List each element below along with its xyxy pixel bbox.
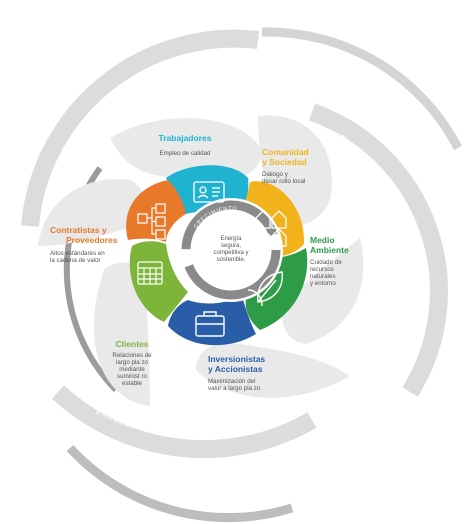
group-title-comunidad: Comunidad y Sociedad <box>262 147 309 167</box>
group-desc-inversionistas: Maximización del valor a largo pla zo <box>208 377 261 392</box>
group-contratistas: Contratistas y Proveedores Altos estánda… <box>50 225 130 264</box>
center-text: Energía segura, competitiva y sostenible… <box>213 236 249 263</box>
center-hub: CRECIMIENTO RENTABILIDAD <box>179 198 283 302</box>
briefcase-icon <box>195 311 225 337</box>
petal-bg-contratistas <box>38 179 146 246</box>
ring-arc-top-right <box>261 27 462 151</box>
group-comunidad: Comunidad y Sociedad Diálogo y desar rol… <box>262 147 322 185</box>
leaf-icon <box>247 271 283 307</box>
group-medio-ambiente: Medio Ambiente Cuidado de recursos natur… <box>310 235 360 287</box>
ring-arc-socioambiental <box>309 103 448 397</box>
grey-petals <box>38 115 364 406</box>
group-title-clientes: Clientes <box>115 339 149 349</box>
id-card-icon <box>193 181 225 203</box>
group-desc-trabajadores: Empleo de calidad <box>159 149 211 157</box>
group-desc-clientes: Relaciones de largo pla zo mediante sumi… <box>112 351 152 388</box>
petal-bg-inversionistas <box>196 343 350 398</box>
calendar-icon <box>137 261 163 285</box>
petal-bg-trabajadores <box>110 118 262 181</box>
group-desc-contratistas: Altos estándares en la cadena de valor <box>50 249 105 264</box>
network-icon <box>137 203 166 240</box>
group-desc-medio-ambiente: Cuidado de recursos naturales y entorno <box>310 258 342 287</box>
houses-icon <box>255 210 287 247</box>
group-desc-comunidad: Diálogo y desar rollo local <box>262 170 306 185</box>
group-title-trabajadores: Trabajadores <box>158 133 212 143</box>
ring-arc-bottom <box>66 444 294 523</box>
outer-rings <box>21 27 462 523</box>
group-title-medio-ambiente: Medio Ambiente <box>310 235 349 255</box>
group-clientes: Clientes Relaciones de largo pla zo medi… <box>106 339 158 388</box>
petal-inversionistas <box>168 296 256 346</box>
group-inversionistas: Inversionistas y Accionistas Maximizació… <box>208 354 308 392</box>
group-title-contratistas: Contratistas y Proveedores <box>50 225 118 245</box>
ring-arc-operacional <box>51 385 317 459</box>
group-title-inversionistas: Inversionistas y Accionistas <box>208 354 266 374</box>
petal-bg-medio-ambiente <box>282 238 364 344</box>
petal-bg-clientes <box>93 262 150 406</box>
petal-medio-ambiente <box>245 248 308 330</box>
group-trabajadores: Trabajadores Empleo de calidad <box>130 133 240 157</box>
ring-arc-personas <box>21 29 260 227</box>
